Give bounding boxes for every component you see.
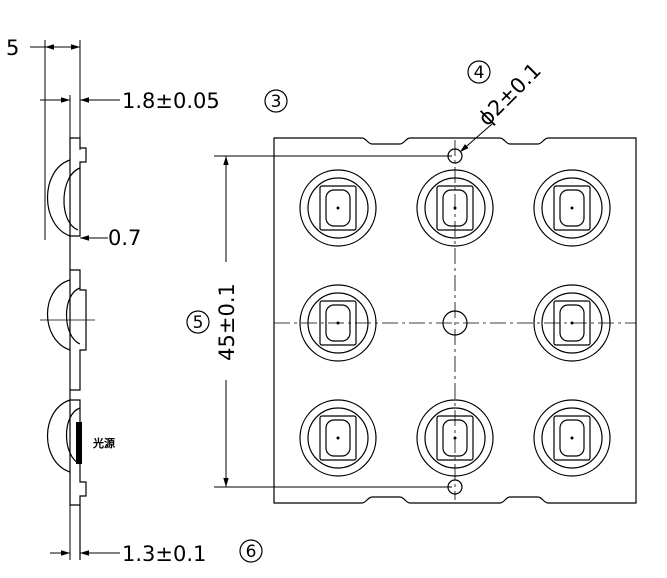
ref-5-text: 5	[193, 313, 204, 333]
dim-top-text: 5	[6, 36, 19, 60]
lens	[299, 284, 377, 362]
dim-height-text: 45±0.1	[215, 283, 239, 361]
light-source-bar	[76, 422, 82, 464]
lens	[416, 399, 494, 477]
ref-6-circle	[239, 539, 263, 563]
side-lens-top	[47, 159, 71, 237]
dim-flange-text: 1.8±0.05	[122, 89, 220, 113]
front-view	[273, 137, 637, 504]
ref-6-text: 6	[246, 542, 257, 562]
ref-4-circle	[467, 60, 491, 84]
hole-center	[442, 310, 468, 336]
ref-5-circle	[186, 310, 210, 334]
lens-grid	[299, 169, 611, 477]
dim-height-line	[214, 155, 452, 488]
lens	[416, 169, 494, 247]
lens	[533, 169, 611, 247]
lens	[533, 399, 611, 477]
side-plate-outline	[69, 137, 87, 506]
lens	[299, 399, 377, 477]
side-lens-mid	[47, 279, 71, 351]
dim-bottom-text: 1.3±0.1	[122, 542, 206, 566]
ref-3-text: 3	[271, 92, 282, 112]
light-source-label: 光源	[92, 436, 115, 450]
ref-4-text: 4	[474, 63, 485, 83]
ref-3-circle	[264, 89, 288, 113]
lens	[299, 169, 377, 247]
lens	[533, 284, 611, 362]
side-lens-bottom	[47, 399, 71, 473]
dim-step-text: 0.7	[108, 226, 141, 250]
dim-hole-leader	[459, 123, 493, 153]
front-plate-outline	[273, 137, 637, 504]
side-view	[40, 40, 95, 560]
